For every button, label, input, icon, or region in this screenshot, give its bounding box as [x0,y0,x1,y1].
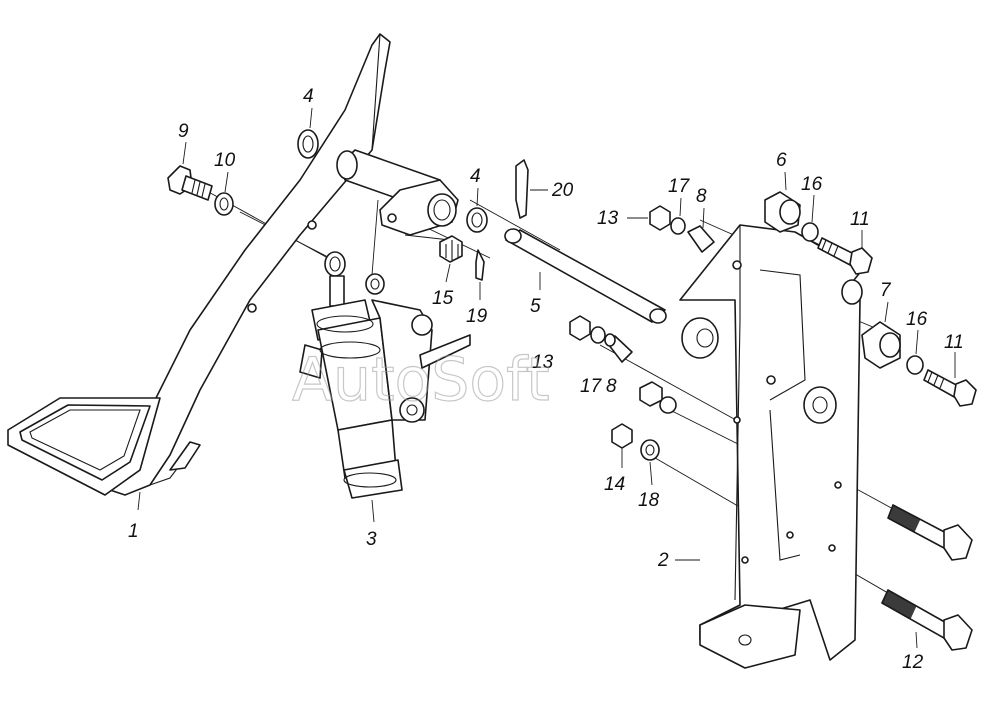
callout-6: 6 [776,150,787,171]
callout-leaders [137,107,956,649]
callout-14: 14 [604,474,625,495]
bolt-11-lower [923,369,977,407]
nut-13-mid [569,315,591,341]
bushing-8-mid [604,333,633,363]
washer-10 [214,192,234,216]
washer-17-upper [670,217,686,235]
callout-7: 7 [880,280,892,301]
callout-19: 19 [466,306,488,327]
callout-11-upper: 11 [850,209,870,230]
nut-13-upper [649,205,671,231]
cotter-pin-20 [515,159,529,219]
callout-5: 5 [530,296,541,317]
washer-17-mid [590,326,606,344]
pedal-bracket [679,224,863,669]
nut-14 [611,423,633,449]
axle-5 [504,228,667,324]
callout-10: 10 [214,150,236,171]
watermark-text: AutoSoft [292,345,550,415]
washer-16-lower [906,355,924,375]
rubber-bushing-7 [861,321,901,369]
callout-13-lower: 13 [532,352,554,373]
callout-12: 12 [902,652,924,673]
callout-2: 2 [657,550,669,571]
callout-4-lower: 4 [470,166,481,187]
cotter-pin-19 [475,249,485,281]
callout-8-lower: 8 [606,376,617,397]
callout-3: 3 [366,529,377,550]
callout-18: 18 [638,490,660,511]
callout-11-lower: 11 [944,332,964,353]
callout-13-upper: 13 [597,208,619,229]
master-cylinder [299,251,471,499]
callout-9: 9 [178,121,189,142]
callout-20: 20 [551,180,574,201]
callout-16-lower: 16 [906,309,928,330]
washer-clevis [365,273,385,295]
callout-1: 1 [128,521,139,542]
washer-16-upper [801,222,819,242]
bolt-9 [167,165,213,201]
callout-8-upper: 8 [696,186,707,207]
rubber-bushing-6 [764,191,801,233]
nut-15 [439,235,463,263]
pedal-pad [7,397,161,496]
callout-16-upper: 16 [801,174,823,195]
callout-17-upper: 17 [668,176,691,197]
pedal-shaft [336,149,459,236]
bolt-long-upper [887,504,973,561]
washer-18 [640,439,660,461]
bolt-12 [881,589,973,651]
callout-labels: 1 2 3 4 4 5 6 7 8 8 9 10 11 11 12 13 13 … [128,86,964,673]
callout-15: 15 [432,288,454,309]
bushing-8-upper [687,225,715,253]
callout-17-lower: 17 [580,376,603,397]
nut-small-lower [639,381,677,414]
callout-4-upper: 4 [303,86,314,107]
washer-4-upper [297,129,319,159]
washer-4-lower [466,207,488,233]
pedal-lever [109,33,391,496]
